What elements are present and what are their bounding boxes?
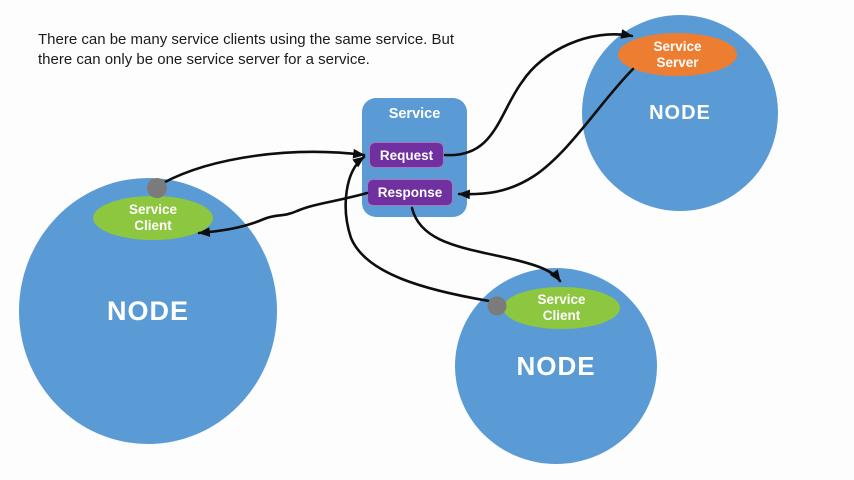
- service-client-badge-bottom-line1: Service: [537, 292, 586, 307]
- arrow-left-client-to-request: [161, 148, 366, 185]
- service-client-badge-left-line1: Service: [128, 202, 178, 217]
- service-client-badge-bottom: Service Client: [503, 287, 620, 329]
- service-box-title: Service: [388, 106, 441, 122]
- response-box: Response: [367, 179, 453, 206]
- caption-line-1: There can be many service clients using …: [38, 31, 455, 48]
- service-server-badge-line2: Server: [656, 54, 699, 70]
- caption-line-2: there can only be one service server for…: [38, 51, 370, 68]
- request-box: Request: [369, 142, 444, 168]
- service-server-badge-line1: Service: [653, 38, 702, 54]
- service-server-badge: Service Server: [618, 33, 737, 76]
- service-client-badge-left: Service Client: [93, 196, 213, 240]
- service-client-badge-left-line2: Client: [134, 218, 172, 233]
- caption-text: There can be many service clients using …: [38, 30, 454, 70]
- service-box: Service Request Response: [362, 98, 467, 217]
- node-bottom-label: NODE: [516, 350, 596, 381]
- node-top-right-label: NODE: [649, 101, 711, 124]
- service-client-badge-bottom-line2: Client: [542, 308, 581, 323]
- node-left-label: NODE: [106, 295, 189, 326]
